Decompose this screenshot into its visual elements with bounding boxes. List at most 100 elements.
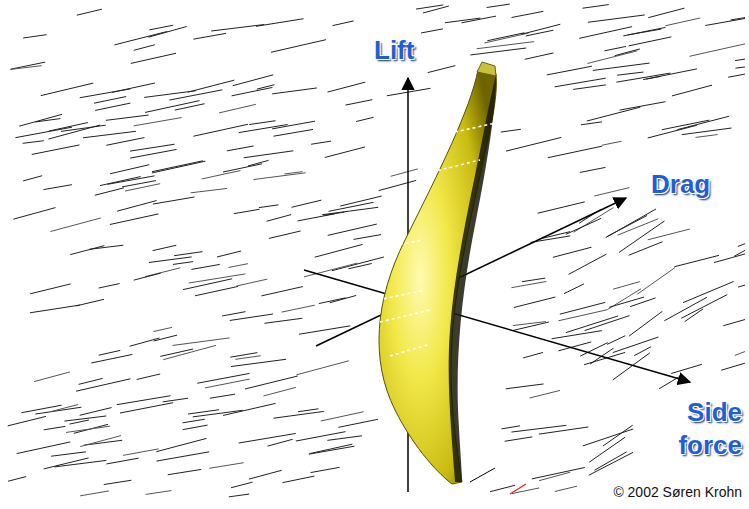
air-streak <box>292 200 322 207</box>
air-streak <box>558 342 591 351</box>
air-streak <box>137 374 160 379</box>
air-streak <box>298 409 318 412</box>
air-streak <box>94 97 126 104</box>
air-streak <box>131 53 176 63</box>
air-streak <box>99 350 121 355</box>
air-streak <box>603 425 633 446</box>
air-streak <box>593 63 650 70</box>
air-streak <box>153 327 172 331</box>
air-streak <box>282 476 314 483</box>
air-streak <box>714 254 745 263</box>
air-streak <box>539 427 588 434</box>
air-streak <box>249 121 275 125</box>
air-streak <box>513 322 546 326</box>
air-streak <box>629 37 672 46</box>
air-streak <box>538 202 585 213</box>
air-streak <box>211 25 264 31</box>
air-streak <box>144 91 196 98</box>
air-streak <box>328 224 377 235</box>
air-streak <box>77 9 102 15</box>
air-streak <box>188 410 219 414</box>
air-streak <box>505 437 533 441</box>
air-streak <box>634 347 651 356</box>
air-streak <box>583 429 633 446</box>
air-streak <box>193 124 248 136</box>
air-streak <box>95 103 130 110</box>
air-streak <box>623 27 665 36</box>
air-streak <box>721 363 745 370</box>
air-streak <box>160 349 193 356</box>
air-streak <box>529 390 560 398</box>
air-streak <box>195 286 238 295</box>
air-streak <box>152 161 203 172</box>
air-streak <box>223 164 262 172</box>
air-streak <box>579 27 632 39</box>
air-streak <box>696 135 718 138</box>
air-streak <box>23 176 42 181</box>
air-streak <box>340 196 382 206</box>
air-streak <box>163 398 188 402</box>
air-streak <box>630 298 655 307</box>
air-streak <box>51 452 86 456</box>
air-streak <box>555 78 606 87</box>
air-streak <box>552 331 602 339</box>
air-streak <box>149 25 173 30</box>
air-streak <box>606 209 656 238</box>
air-streak <box>566 316 618 333</box>
air-streak <box>648 8 684 18</box>
air-streak <box>106 115 149 120</box>
air-streak <box>227 146 254 151</box>
air-streak <box>231 482 253 488</box>
air-streak <box>169 90 222 100</box>
air-streak <box>21 405 61 413</box>
air-streak <box>564 284 584 294</box>
air-streak <box>613 337 659 353</box>
air-streak <box>91 354 132 363</box>
air-streak <box>735 352 745 356</box>
air-streak <box>154 335 178 341</box>
air-streak <box>613 353 650 380</box>
air-streak <box>173 262 193 265</box>
air-streak <box>338 419 378 427</box>
air-streak <box>681 295 727 319</box>
air-streak <box>219 104 256 113</box>
air-streak <box>232 87 273 95</box>
air-streak <box>602 141 622 145</box>
air-streak <box>54 460 106 467</box>
air-streak <box>23 141 44 144</box>
air-streak <box>321 412 364 421</box>
air-streak <box>332 257 384 271</box>
air-streak <box>315 244 363 257</box>
air-streak <box>296 432 346 441</box>
air-streak <box>156 452 209 461</box>
air-streak <box>259 205 279 208</box>
air-streak <box>309 446 355 454</box>
air-streak <box>594 188 629 196</box>
air-streak <box>233 75 274 86</box>
air-streak <box>99 284 120 288</box>
air-streak <box>23 35 47 38</box>
air-streak <box>589 452 633 475</box>
air-streak <box>257 85 275 89</box>
air-streak <box>628 29 662 35</box>
air-streak <box>239 124 288 132</box>
axis-label: Lift <box>374 34 414 67</box>
air-streak <box>122 181 156 187</box>
air-streak <box>245 376 298 389</box>
air-streak <box>613 282 640 290</box>
air-streak <box>506 137 561 151</box>
air-streak <box>298 214 335 221</box>
air-streak <box>665 18 700 26</box>
air-streak <box>311 141 331 144</box>
air-streak <box>234 209 260 213</box>
air-streak <box>153 245 177 250</box>
air-streak <box>80 408 112 416</box>
air-streak <box>604 46 626 50</box>
air-streak <box>282 305 315 312</box>
air-streak <box>506 384 544 389</box>
air-streak <box>682 128 732 135</box>
air-streak <box>501 129 521 132</box>
air-streak <box>49 123 88 132</box>
air-streak <box>560 302 605 314</box>
